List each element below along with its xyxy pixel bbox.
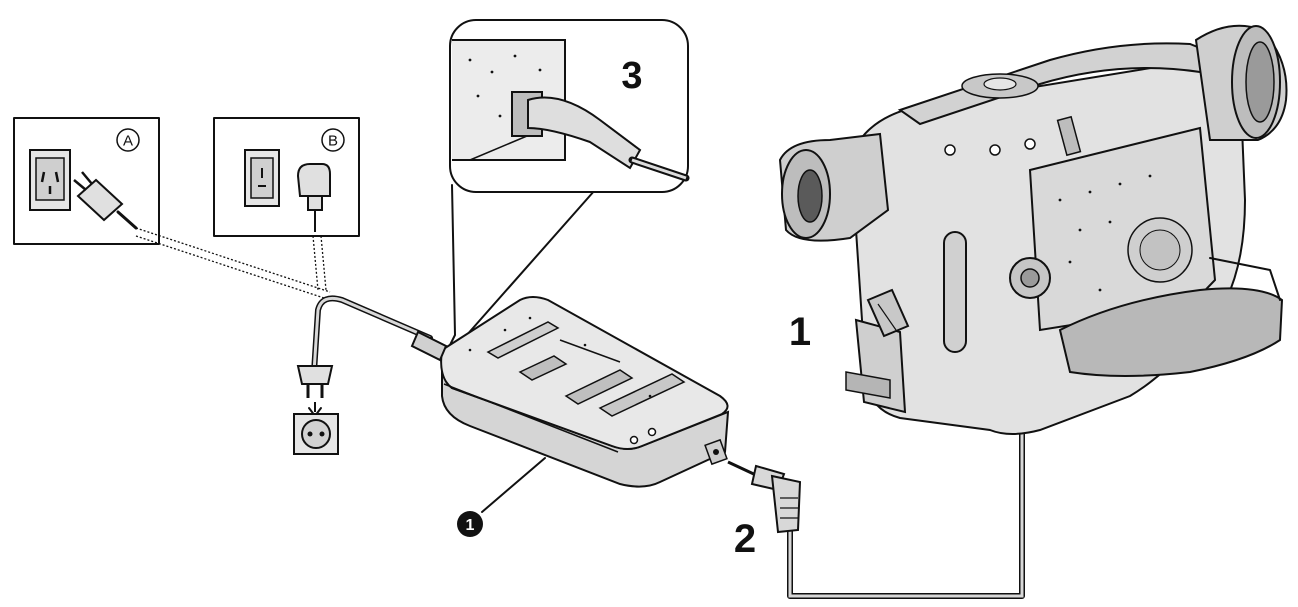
outlet-type-a-icon [29, 149, 71, 211]
step-2-label: 2 [734, 517, 756, 561]
plug-type-b-icon [296, 163, 331, 232]
outlet-type-b-icon [244, 149, 280, 207]
zoom-socket-detail [452, 39, 690, 182]
ac-adaptor-marker-text: 1 [466, 517, 475, 534]
zoom-callout-3: 3 [449, 19, 690, 346]
callout-box-a: A [13, 117, 160, 245]
camcorder [778, 24, 1288, 435]
outlet-round-pin-icon [293, 413, 339, 455]
ac-adaptor-marker: 1 [457, 457, 546, 537]
label-a-text: A [123, 133, 133, 150]
euro-plug-icon [296, 365, 334, 417]
plug-type-a-icon [73, 171, 138, 230]
label-b-text: B [328, 133, 338, 150]
callout-label-b: B [321, 128, 345, 152]
step-1-label: 1 [789, 310, 811, 354]
callout-box-b: B [213, 117, 360, 237]
callout-label-a: A [116, 128, 140, 152]
dotted-leaders [135, 227, 331, 301]
dc-plug [727, 460, 802, 534]
ac-mains-cord [311, 295, 433, 375]
step-3-label: 3 [621, 55, 642, 97]
ac-adaptor [410, 296, 730, 488]
